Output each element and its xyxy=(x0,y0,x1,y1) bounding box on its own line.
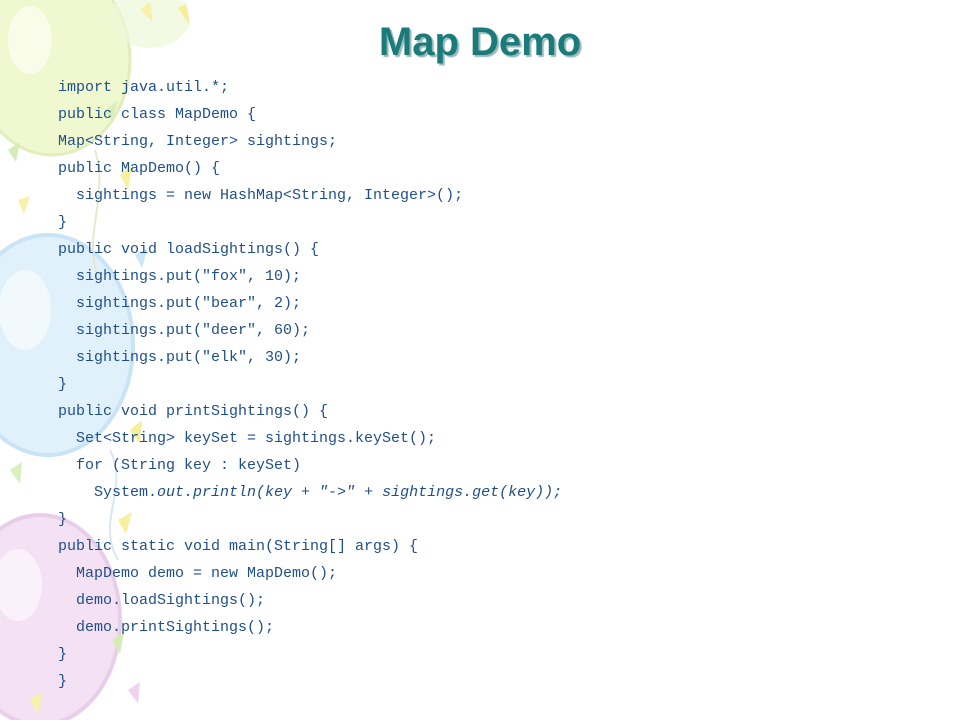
code-line: } xyxy=(58,376,68,393)
code-line: Map<String, Integer> sightings; xyxy=(58,133,338,150)
code-line: public MapDemo() { xyxy=(58,160,221,177)
balloon-yellow-highlight xyxy=(8,6,52,74)
code-line: for (String key : keySet) xyxy=(58,457,302,474)
balloon-blue-highlight xyxy=(0,270,51,350)
balloon-green-small xyxy=(110,0,190,48)
code-line: } xyxy=(58,511,68,528)
code-segment: System. xyxy=(58,484,158,501)
code-line: } xyxy=(58,673,68,690)
confetti-piece xyxy=(130,420,142,444)
code-line: public void loadSightings() { xyxy=(58,241,320,258)
balloon-string xyxy=(91,149,101,281)
balloon-string xyxy=(108,449,119,561)
confetti-piece xyxy=(120,165,132,190)
confetti-piece xyxy=(8,142,20,162)
code-line: public class MapDemo { xyxy=(58,106,257,123)
code-line: sightings = new HashMap<String, Integer>… xyxy=(58,187,464,204)
confetti-piece xyxy=(18,196,30,214)
code-line: public void printSightings() { xyxy=(58,403,329,420)
confetti-piece xyxy=(10,462,22,484)
code-line: MapDemo demo = new MapDemo(); xyxy=(58,565,338,582)
code-line: demo.printSightings(); xyxy=(58,619,275,636)
code-line: sightings.put("bear", 2); xyxy=(58,295,302,312)
code-line: System.out.println(key + "->" + sighting… xyxy=(58,479,562,506)
code-line: sightings.put("fox", 10); xyxy=(58,268,302,285)
confetti-piece xyxy=(140,2,153,22)
confetti-piece xyxy=(30,692,42,714)
code-line: demo.loadSightings(); xyxy=(58,592,266,609)
balloon-pink-highlight xyxy=(0,549,42,621)
code-line: sightings.put("deer", 60); xyxy=(58,322,311,339)
code-line: sightings.put("elk", 30); xyxy=(58,349,302,366)
code-line: } xyxy=(58,646,68,663)
code-line: public static void main(String[] args) { xyxy=(58,538,419,555)
code-segment: out.println(key + "->" + sightings.get(k… xyxy=(157,484,563,501)
confetti-piece xyxy=(118,512,132,534)
confetti-piece xyxy=(178,4,190,26)
confetti-piece xyxy=(135,248,148,268)
slide-title: Map Demo xyxy=(378,20,582,64)
code-line: import java.util.*; xyxy=(58,79,230,96)
confetti-piece xyxy=(105,100,118,122)
confetti-piece xyxy=(128,682,140,704)
code-block: import java.util.*; public class MapDemo … xyxy=(58,74,562,695)
code-line: } xyxy=(58,214,68,231)
code-line: Set<String> keySet = sightings.keySet(); xyxy=(58,430,437,447)
confetti-piece xyxy=(112,632,124,654)
